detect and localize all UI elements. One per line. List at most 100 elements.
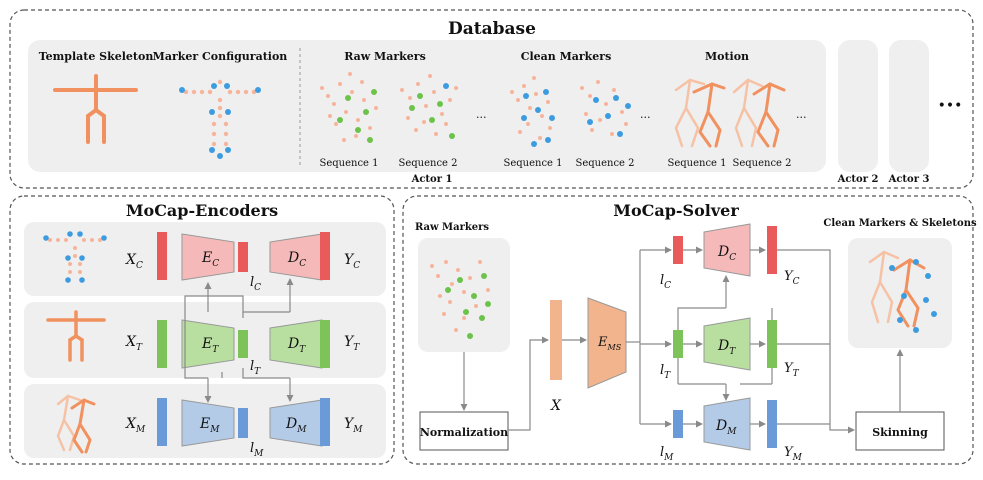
clean-sequence-1-label: Sequence 1 — [503, 158, 562, 169]
encoders-xt-bar — [157, 320, 167, 368]
encoders-em-label: EM — [199, 416, 220, 435]
encoders-xm-bar — [157, 398, 167, 446]
skinning-label: Skinning — [872, 426, 928, 439]
raw-sequence-2-label: Sequence 2 — [398, 158, 457, 169]
encoders-lt-label: lT — [250, 359, 261, 377]
solver-yc-bar — [767, 226, 777, 274]
actor-1-label: Actor 1 — [411, 174, 453, 185]
motion-sequence-1-label: Sequence 1 — [667, 158, 726, 169]
solver-lt-label: lT — [660, 363, 671, 381]
encoders-yc-bar — [320, 232, 330, 280]
ems-label: EMS — [597, 335, 622, 352]
motion-seq1-figure — [674, 78, 726, 148]
encoders-ec-block — [181, 233, 235, 281]
solver-connections — [460, 246, 904, 434]
solver-dc-block — [703, 223, 751, 277]
solver-dt-label: DT — [717, 338, 736, 357]
solver-dc-label: DC — [717, 244, 736, 263]
encoders-et-label: ET — [201, 336, 219, 355]
solver-lc-label: lC — [660, 273, 671, 291]
clean-sequence-2-label: Sequence 2 — [575, 158, 634, 169]
solver-section: MoCap-Solver Raw Markers Normalization X… — [402, 195, 977, 465]
encoders-xc-bar — [157, 232, 167, 280]
actor-3-label: Actor 3 — [888, 174, 930, 185]
motion-seq2-figure — [732, 78, 786, 148]
template-skeleton-figure — [53, 74, 138, 144]
solver-yc-label: YC — [784, 269, 800, 287]
solver-clean-markers — [889, 259, 937, 333]
raw-markers-column-label: Raw Markers — [344, 50, 426, 63]
solver-lm-bar — [673, 410, 683, 438]
encoders-lc-label: lC — [250, 275, 261, 293]
solver-raw-markers-label: Raw Markers — [415, 222, 489, 233]
motion-ellipsis: ... — [796, 108, 807, 121]
more-actors-ellipsis: ••• — [938, 98, 963, 114]
solver-yt-bar — [767, 320, 777, 368]
solver-x-bar — [550, 300, 562, 380]
solver-title: MoCap-Solver — [613, 201, 739, 220]
encoders-xc-label: XC — [125, 252, 143, 271]
solver-dm-block — [703, 397, 751, 451]
motion-column-label: Motion — [705, 50, 749, 63]
encoders-yt-bar — [320, 320, 330, 368]
solver-raw-markers-panel — [418, 238, 510, 352]
normalization-box — [419, 411, 509, 451]
encoders-border — [9, 195, 395, 465]
encoders-yc-label: YC — [344, 252, 360, 271]
ems-block — [587, 297, 627, 389]
solver-lt-bar — [673, 330, 683, 358]
actor-2-label: Actor 2 — [837, 174, 879, 185]
actor-3-panel — [889, 40, 929, 172]
solver-x-label: X — [550, 398, 562, 414]
solver-ym-label: YM — [784, 445, 803, 463]
solver-ym-bar — [767, 400, 777, 448]
encoders-et-block — [181, 319, 235, 369]
solver-clean-label: Clean Markers & Skeletons — [823, 218, 977, 229]
encoders-xt-label: XT — [125, 334, 143, 353]
encoders-lt-bar — [238, 330, 248, 358]
clean-markers-ellipsis: ... — [640, 108, 651, 121]
marker-configuration-label: Marker Configuration — [153, 50, 288, 63]
database-title: Database — [448, 19, 536, 39]
solver-clean-panel — [848, 238, 952, 348]
clean-markers-column-label: Clean Markers — [521, 50, 612, 63]
clean-markers-seq1-figure — [510, 76, 555, 147]
database-border — [9, 9, 974, 189]
actor-2-panel — [838, 40, 878, 172]
raw-markers-seq1-figure — [320, 72, 378, 143]
normalization-label: Normalization — [420, 426, 508, 439]
encoders-ec-label: EC — [201, 250, 219, 269]
encoders-lm-label: lM — [250, 441, 264, 459]
solver-lc-bar — [673, 236, 683, 264]
encoders-ym-bar — [320, 398, 330, 446]
raw-markers-ellipsis: ... — [476, 108, 487, 121]
template-skeleton-label: Template Skeleton — [39, 50, 154, 63]
encoders-em-block — [181, 399, 235, 447]
encoders-dt-label: DT — [287, 336, 306, 355]
raw-markers-seq2-figure — [400, 74, 458, 139]
encoders-lm-bar — [238, 408, 248, 438]
raw-sequence-1-label: Sequence 1 — [319, 158, 378, 169]
motion-sequence-2-label: Sequence 2 — [732, 158, 791, 169]
encoders-lc-bar — [238, 242, 248, 272]
solver-raw-markers-figure — [430, 260, 491, 339]
solver-dm-label: DM — [715, 418, 737, 437]
encoders-xm-label: XM — [125, 416, 146, 435]
solver-yt-label: YT — [784, 361, 800, 379]
encoders-yt-label: YT — [344, 334, 360, 353]
solver-lm-label: lM — [660, 445, 674, 463]
solver-dt-block — [703, 317, 751, 371]
encoders-dc-label: DC — [287, 250, 306, 269]
encoders-motion-icon — [56, 394, 96, 454]
encoders-title: MoCap-Encoders — [126, 201, 278, 220]
encoders-dm-label: DM — [285, 416, 307, 435]
solver-clean-figure — [868, 250, 926, 328]
encoders-section: MoCap-Encoders — [9, 195, 395, 465]
encoders-skeleton-icon — [46, 310, 106, 362]
encoders-connections — [184, 278, 294, 403]
encoders-ym-label: YM — [344, 416, 363, 435]
marker-configuration-figure — [179, 79, 261, 159]
database-section: Database Template Skeleton Marker Config… — [9, 9, 974, 189]
